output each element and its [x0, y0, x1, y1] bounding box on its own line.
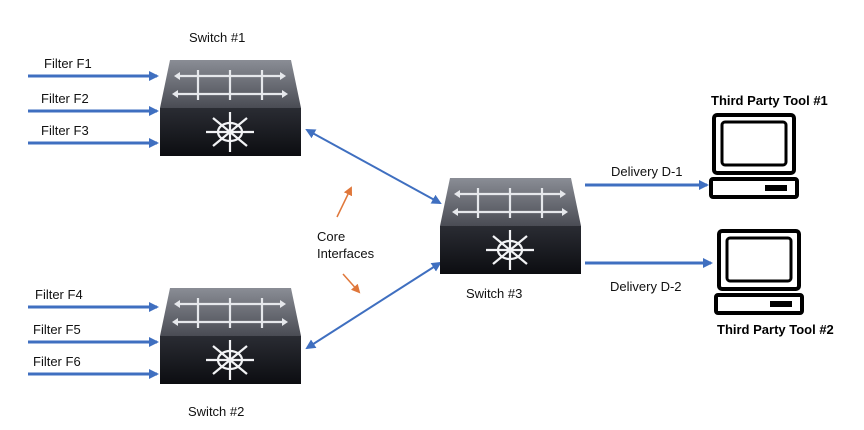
- switch-3-label: Switch #3: [466, 286, 522, 301]
- tool-2-computer-icon: [716, 231, 802, 313]
- tool-2: Third Party Tool #2: [716, 231, 834, 337]
- switch-3: Switch #3: [438, 176, 583, 301]
- tool-1-computer-icon: [711, 115, 797, 197]
- core-interfaces-annotation: Core Interfaces: [317, 186, 375, 294]
- tool-1: Third Party Tool #1: [711, 93, 828, 197]
- switch-3-icon: [438, 176, 583, 276]
- tool-2-label: Third Party Tool #2: [717, 322, 834, 337]
- switch-2: Switch #2: [158, 286, 303, 419]
- annotation-arrow-down: [342, 273, 361, 294]
- core-link-switch1-switch3: [305, 129, 442, 204]
- filter-f3-label: Filter F3: [41, 123, 89, 138]
- switch-1-label: Switch #1: [189, 30, 245, 45]
- core-links: [305, 129, 442, 350]
- filter-f6-label: Filter F6: [33, 354, 81, 369]
- switch-2-label: Switch #2: [188, 404, 244, 419]
- switch-2-icon: [158, 286, 303, 386]
- core-link-switch2-switch3: [305, 261, 442, 350]
- switch-1: Switch #1: [158, 30, 303, 158]
- filter-f2-label: Filter F2: [41, 91, 89, 106]
- filter-f4-label: Filter F4: [35, 287, 83, 302]
- core-label-line2: Interfaces: [317, 246, 375, 261]
- delivery-d2-label: Delivery D-2: [610, 279, 682, 294]
- core-label-line1: Core: [317, 229, 345, 244]
- filter-labels: Filter F1 Filter F2 Filter F3 Filter F4 …: [33, 56, 92, 369]
- filter-arrows: [28, 71, 159, 379]
- delivery-arrows: Delivery D-1 Delivery D-2: [585, 164, 713, 294]
- filter-f5-label: Filter F5: [33, 322, 81, 337]
- filter-f1-label: Filter F1: [44, 56, 92, 71]
- annotation-arrow-up: [336, 186, 353, 218]
- delivery-d1-label: Delivery D-1: [611, 164, 683, 179]
- switch-1-icon: [158, 58, 303, 158]
- tool-1-label: Third Party Tool #1: [711, 93, 828, 108]
